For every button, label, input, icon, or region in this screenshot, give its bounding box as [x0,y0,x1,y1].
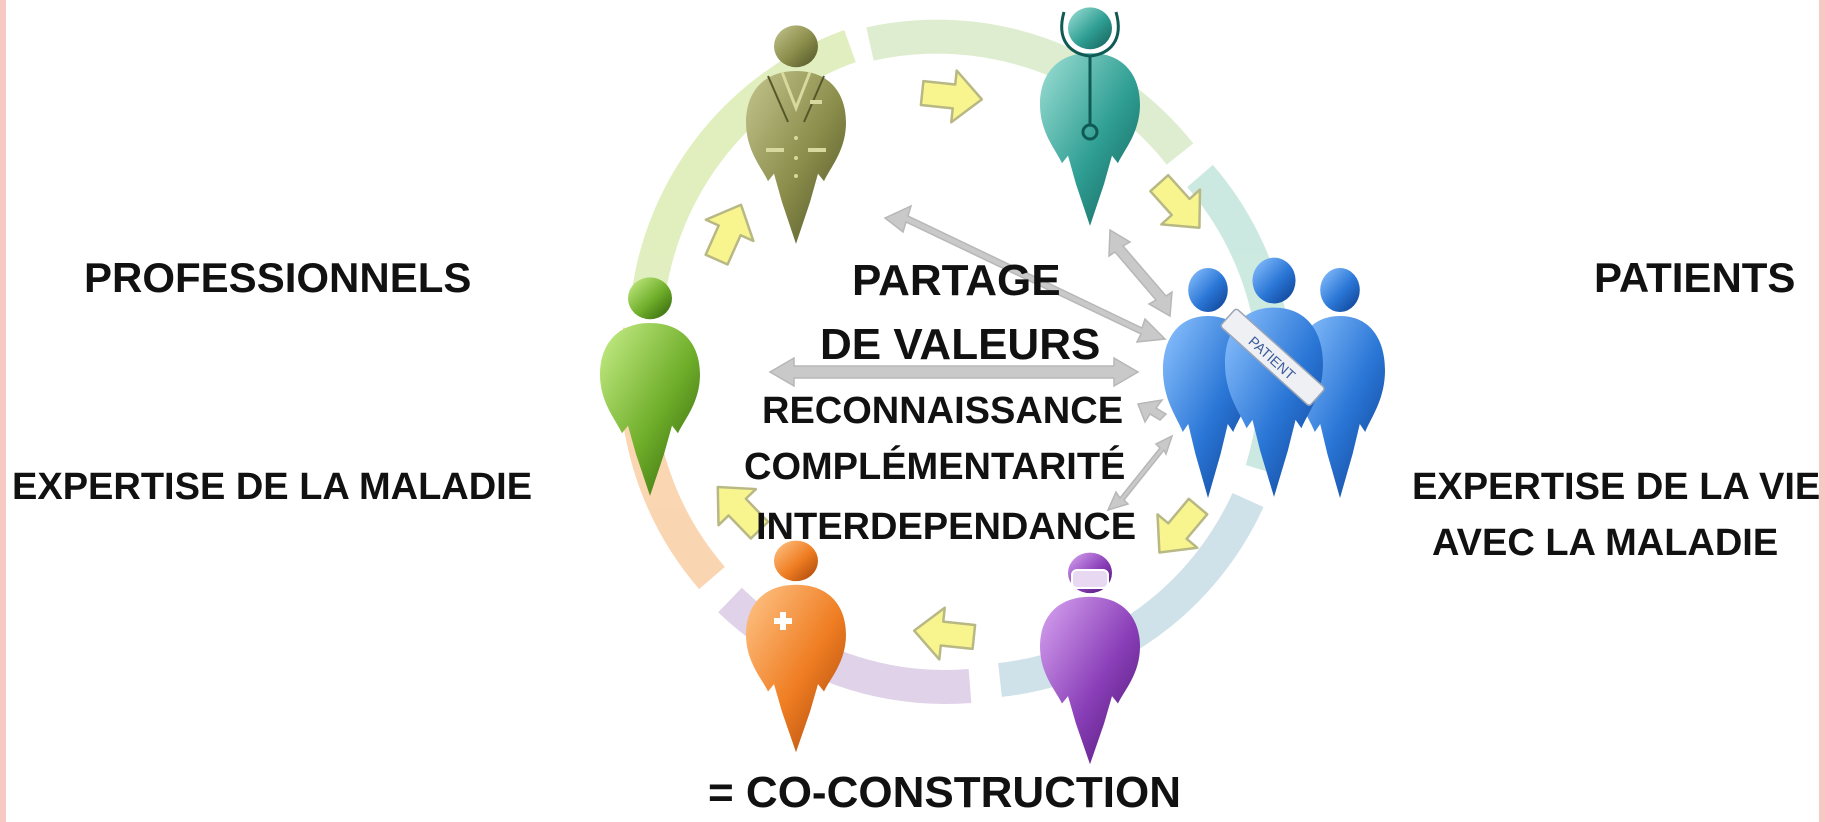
cycle-arrow-icon [910,603,978,665]
cycle-arrow-icon [918,65,986,127]
masked-person-icon [1040,552,1140,765]
co-construction-label: = CO-CONSTRUCTION [708,768,1181,817]
double-arrow-icon [1106,434,1174,512]
double-arrow-icon [883,204,1167,343]
value-interdependence: INTERDEPENDANCE [756,506,1137,548]
stethoscope-doctor-icon [1040,7,1140,226]
life-expertise-label: EXPERTISE DE LA VIE [1412,466,1821,508]
double-arrow-icon [1108,228,1173,318]
doctor-coat-icon [746,25,846,244]
ring-segment [998,492,1264,697]
shared-values-title-line1: PARTAGE [852,256,1061,305]
connection-arrows [768,204,1174,512]
ring-segment [631,30,856,301]
nurse-icon [746,540,846,753]
professionals-heading: PROFESSIONNELS [84,254,472,301]
value-recognition: RECONNAISSANCE [762,390,1124,432]
disease-expertise-label: EXPERTISE DE LA MALADIE [12,466,533,508]
life-expertise-label-line2: AVEC LA MALADIE [1432,522,1779,564]
person-icon [600,277,700,496]
ring-segment [866,19,1194,165]
shared-values-title-line2: DE VALEURS [820,320,1101,369]
double-arrow-icon [768,356,1140,388]
value-complementarity: COMPLÉMENTARITÉ [744,446,1126,488]
double-arrow-icon [1136,398,1168,424]
cycle-arrow-icon [691,192,767,272]
patients-heading: PATIENTS [1594,254,1796,301]
patient-group-icon: PATIENT [1163,257,1385,498]
